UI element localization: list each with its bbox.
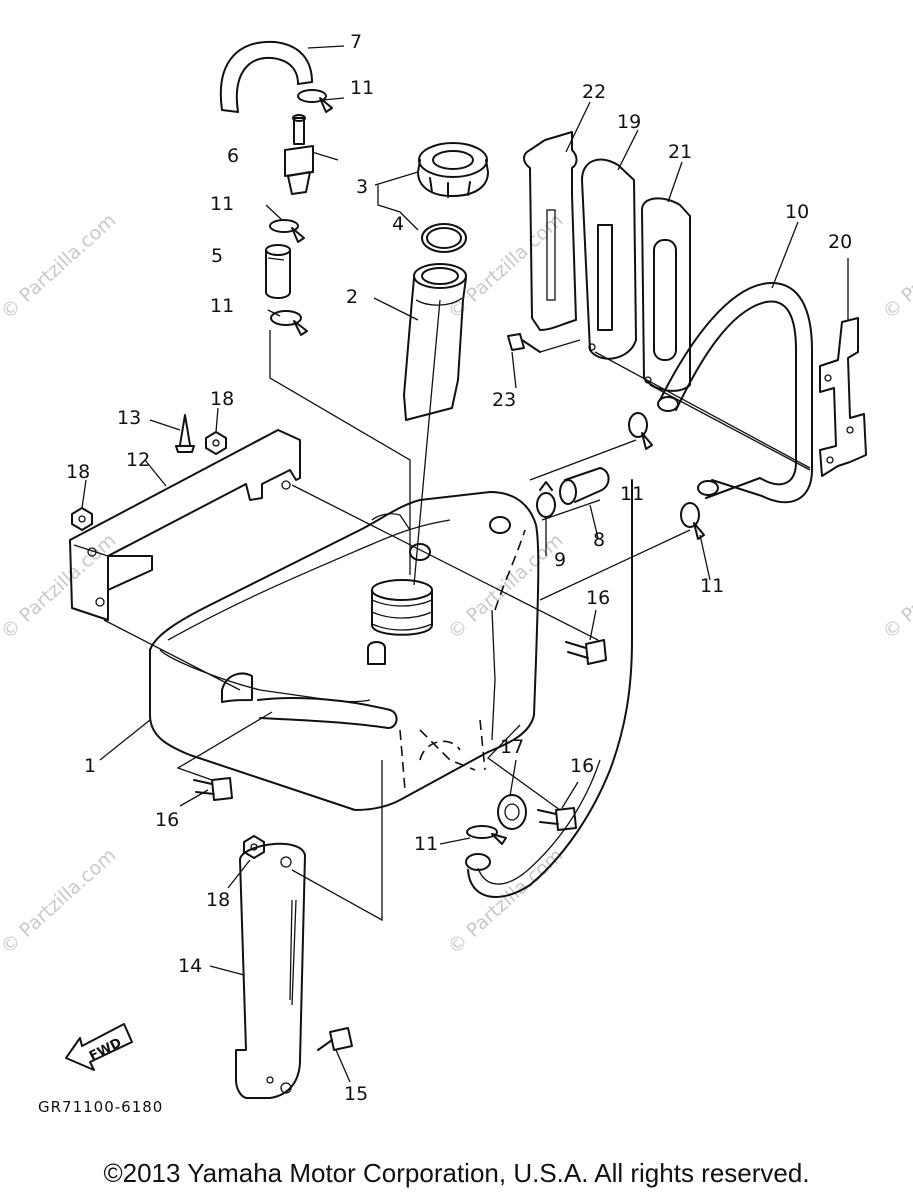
bolt-15-drawing: [317, 1027, 353, 1051]
leader-lines: [81, 45, 849, 1083]
parts-diagram: © Partzilla.com © Partzilla.com © Partzi…: [0, 31, 913, 1116]
part-number-18: 18: [66, 461, 90, 483]
part-number-11: 11: [210, 193, 234, 215]
watermark: © Partzilla.com: [0, 529, 120, 643]
bracket-20-drawing: [819, 317, 867, 477]
screw-drawing: [507, 333, 541, 353]
copyright-notice: ©2013 Yamaha Motor Corporation, U.S.A. A…: [103, 1158, 810, 1188]
part-number-11: 11: [620, 483, 644, 505]
part-number-5: 5: [211, 245, 223, 267]
part-number-labels: 1 2 3 4 5 6 7 8 9 10 12 13 14 15 17 19 2…: [66, 31, 852, 1105]
watermark-layer: © Partzilla.com © Partzilla.com © Partzi…: [0, 209, 913, 958]
watermark: © Partzilla.com: [879, 529, 913, 643]
clamp-drawings: [269, 89, 705, 845]
grommet-drawing: [497, 794, 527, 830]
part-number-18: 18: [206, 889, 230, 911]
watermark: © Partzilla.com: [879, 209, 913, 323]
part-number-16: 16: [155, 809, 179, 831]
part-number-7: 7: [350, 31, 362, 53]
part-number-8: 8: [593, 529, 605, 551]
watermark: © Partzilla.com: [444, 529, 568, 643]
part-number-21: 21: [668, 141, 692, 163]
drawing-code: GR71100-6180: [38, 1098, 163, 1116]
filler-cap-drawing: [417, 142, 489, 198]
check-valve-drawing: [284, 114, 314, 195]
fuel-tank-drawing: [149, 491, 540, 811]
watermark: © Partzilla.com: [444, 844, 568, 958]
part-number-1: 1: [84, 755, 96, 777]
plate-21-drawing: [641, 197, 691, 392]
bracket-14-drawing: [235, 842, 306, 1099]
part-number-11: 11: [700, 575, 724, 597]
part-number-22: 22: [582, 81, 606, 103]
rivet-drawing: [175, 414, 195, 453]
part-number-23: 23: [492, 389, 516, 411]
part-number-18: 18: [210, 388, 234, 410]
part-number-20: 20: [828, 231, 852, 253]
part-number-9: 9: [554, 549, 566, 571]
part-number-13: 13: [117, 407, 141, 429]
nut-drawings: [71, 431, 265, 859]
o-ring-drawing: [421, 223, 467, 253]
part-number-16: 16: [570, 755, 594, 777]
plate-22-drawing: [523, 131, 578, 331]
part-number-4: 4: [392, 213, 404, 235]
watermark: © Partzilla.com: [0, 209, 120, 323]
part-number-10: 10: [785, 201, 809, 223]
plate-19-drawing: [581, 158, 637, 360]
part-number-6: 6: [227, 145, 239, 167]
part-number-17: 17: [500, 736, 524, 758]
long-hose-drawing: [657, 281, 813, 504]
vent-hose-drawing: [219, 40, 313, 113]
part-number-15: 15: [344, 1083, 368, 1105]
part-number-12: 12: [126, 449, 150, 471]
fwd-arrow-icon: FWD: [65, 1023, 133, 1071]
part-number-19: 19: [617, 111, 641, 133]
part-number-14: 14: [178, 955, 202, 977]
part-number-11: 11: [350, 77, 374, 99]
short-hose-drawing: [559, 467, 610, 505]
bracket-12-drawing: [69, 429, 301, 621]
part-number-11: 11: [414, 833, 438, 855]
drain-hose-drawing: [465, 479, 633, 898]
part-number-2: 2: [346, 286, 358, 308]
hose-piece-drawing: [265, 244, 291, 299]
part-number-16: 16: [586, 587, 610, 609]
filler-neck-drawing: [403, 263, 467, 421]
part-number-3: 3: [356, 176, 368, 198]
cap-9-drawing: [536, 481, 556, 518]
bolt-drawings: [193, 639, 607, 831]
part-number-11: 11: [210, 295, 234, 317]
watermark: © Partzilla.com: [0, 844, 120, 958]
